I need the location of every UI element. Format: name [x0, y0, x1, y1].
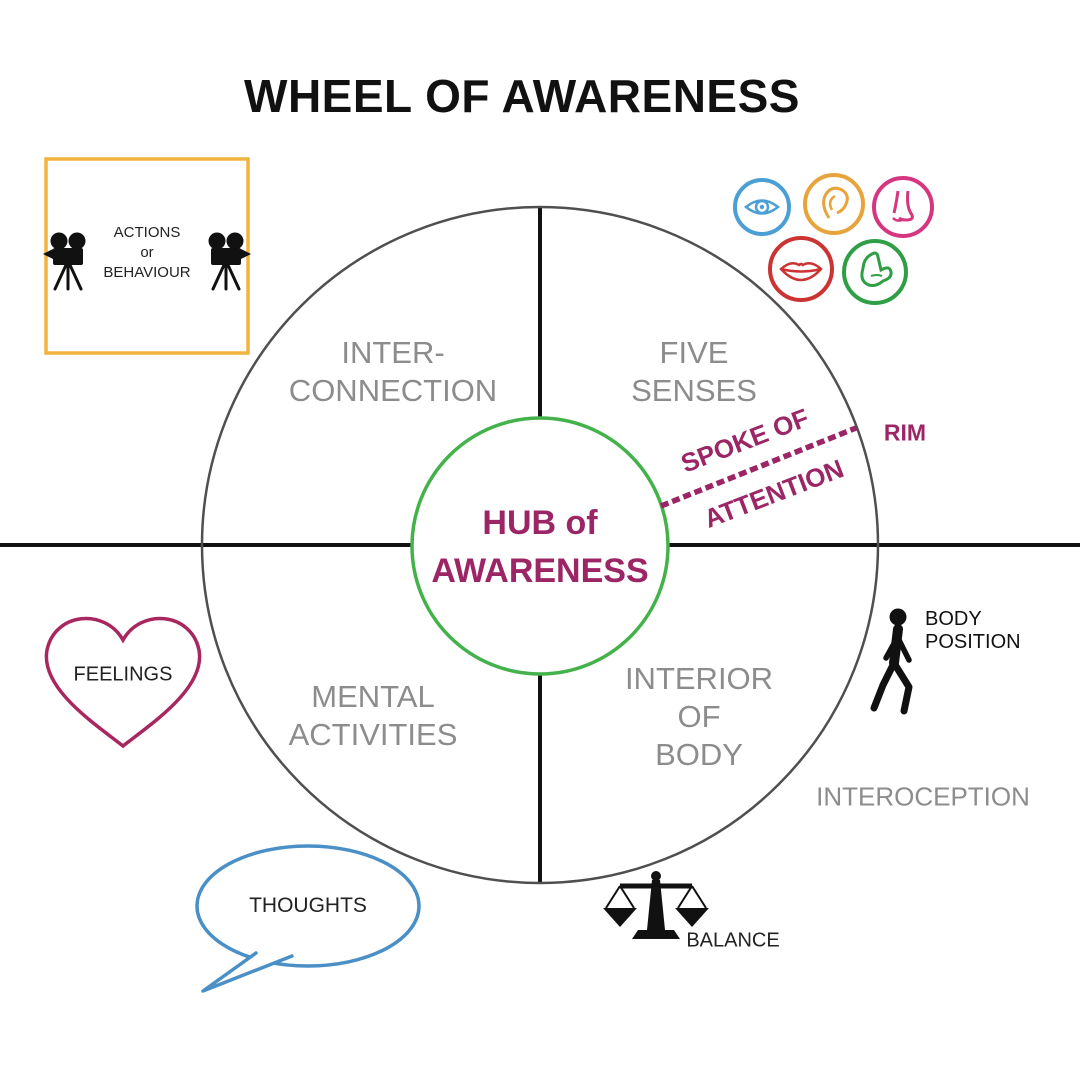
rim-label: RIM [883, 419, 927, 446]
balance-label: BALANCE [686, 929, 780, 952]
mouth-icon [768, 236, 834, 302]
hub-circle [410, 416, 670, 676]
ear-icon [803, 173, 865, 235]
actions-line: ACTIONS [113, 224, 181, 241]
actions-line: or [140, 244, 154, 261]
hub-label: HUB of AWARENESS [431, 504, 649, 590]
spoke-of-attention-line [659, 425, 858, 509]
feelings-label: FEELINGS [73, 663, 173, 686]
body-position-label: BODY POSITION [925, 608, 1021, 653]
speech-bubble-icon [195, 844, 421, 968]
quadrant-label-interconnection: INTER- CONNECTION [288, 335, 498, 408]
speech-bubble-tail [201, 951, 294, 993]
quadrant-label-interior-of-body: INTERIOR OF BODY [624, 661, 774, 772]
balance-scale-icon [603, 871, 709, 939]
interoception-label: INTEROCEPTION [816, 781, 1030, 812]
walking-person-icon [870, 608, 913, 715]
quadrant-label-mental-activities: MENTAL ACTIVITIES [288, 679, 458, 752]
heart-icon [44, 616, 202, 749]
page-title: WHEEL OF AWARENESS [244, 70, 800, 122]
quadrant-label-five-senses: FIVE SENSES [631, 335, 757, 408]
nose-icon [872, 176, 934, 238]
rim-circle [200, 205, 880, 885]
thoughts-label: THOUGHTS [249, 894, 367, 917]
actions-line: BEHAVIOUR [103, 264, 191, 281]
eye-icon [733, 178, 791, 236]
actions-box-label: ACTIONS or BEHAVIOUR [103, 223, 190, 283]
hand-icon [842, 239, 908, 305]
